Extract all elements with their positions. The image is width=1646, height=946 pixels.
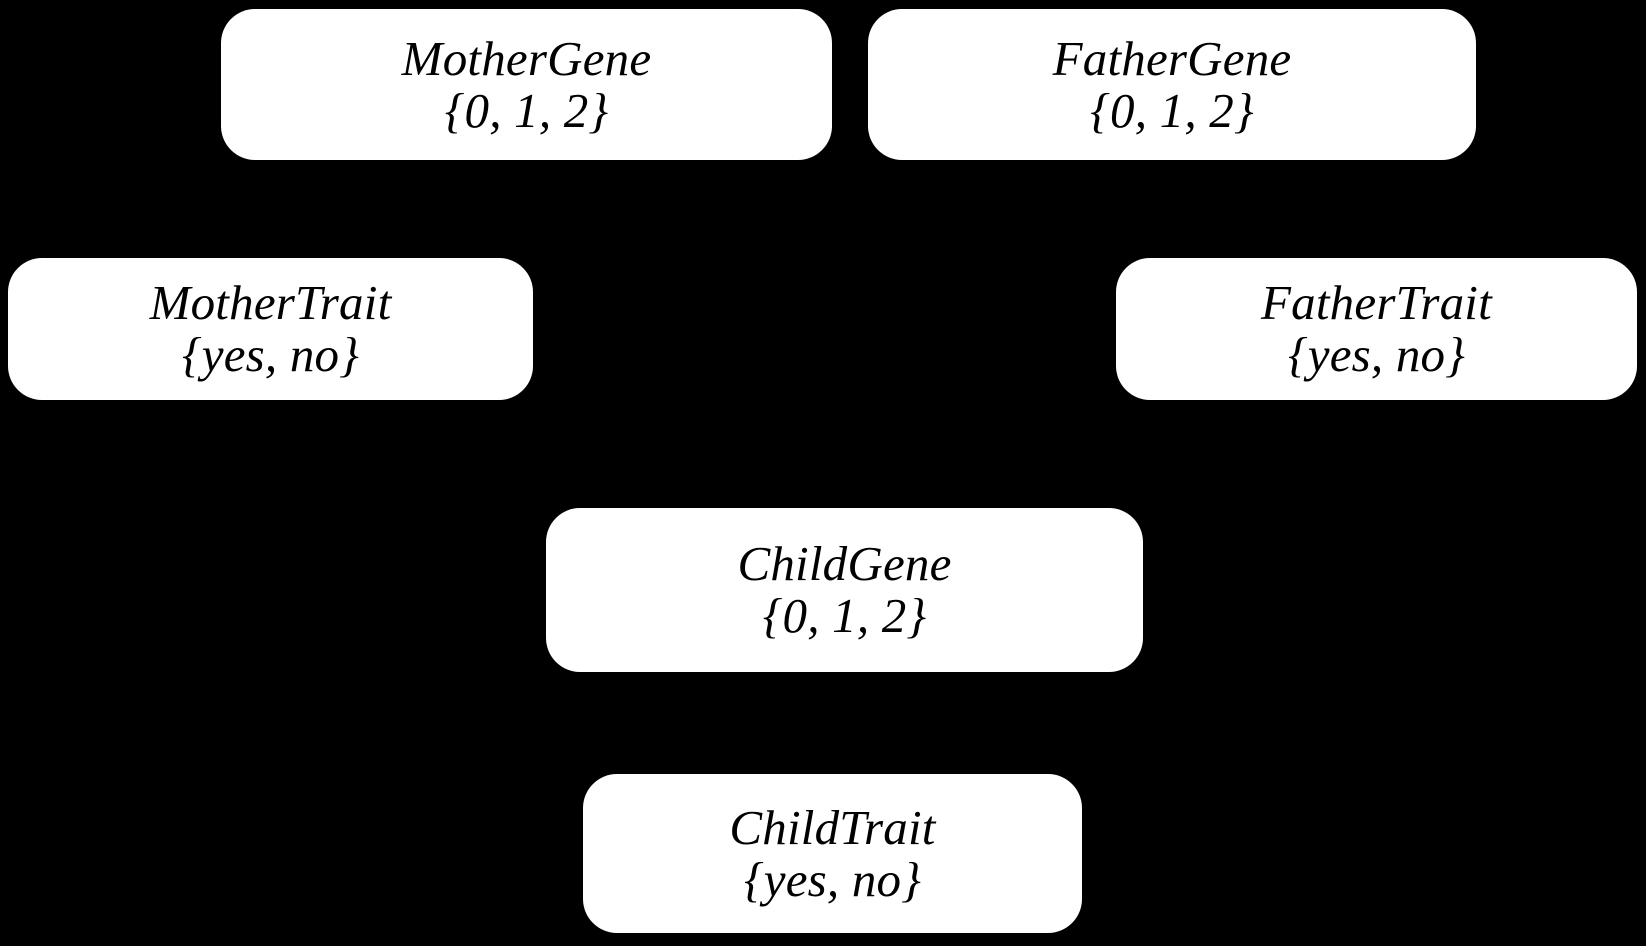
node-mother-gene-label: MotherGene <box>401 30 652 86</box>
node-father-gene[interactable]: FatherGene {0, 1, 2} <box>868 9 1476 160</box>
node-child-trait[interactable]: ChildTrait {yes, no} <box>583 774 1082 933</box>
node-mother-gene-domain: {0, 1, 2} <box>444 82 609 138</box>
node-father-trait-label: FatherTrait <box>1261 275 1492 331</box>
node-father-trait[interactable]: FatherTrait {yes, no} <box>1116 258 1637 400</box>
node-child-gene-domain: {0, 1, 2} <box>762 588 927 643</box>
node-father-trait-domain: {yes, no} <box>1287 327 1466 382</box>
node-child-gene[interactable]: ChildGene {0, 1, 2} <box>546 508 1143 672</box>
node-mother-gene[interactable]: MotherGene {0, 1, 2} <box>221 9 832 160</box>
node-child-gene-label: ChildGene <box>737 536 952 592</box>
node-mother-trait-domain: {yes, no} <box>181 327 360 382</box>
node-mother-trait-label: MotherTrait <box>149 275 392 331</box>
node-father-gene-domain: {0, 1, 2} <box>1090 82 1254 138</box>
node-mother-trait[interactable]: MotherTrait {yes, no} <box>8 258 533 400</box>
node-father-gene-label: FatherGene <box>1052 30 1292 86</box>
node-child-trait-label: ChildTrait <box>729 799 936 855</box>
node-child-trait-domain: {yes, no} <box>743 851 922 907</box>
